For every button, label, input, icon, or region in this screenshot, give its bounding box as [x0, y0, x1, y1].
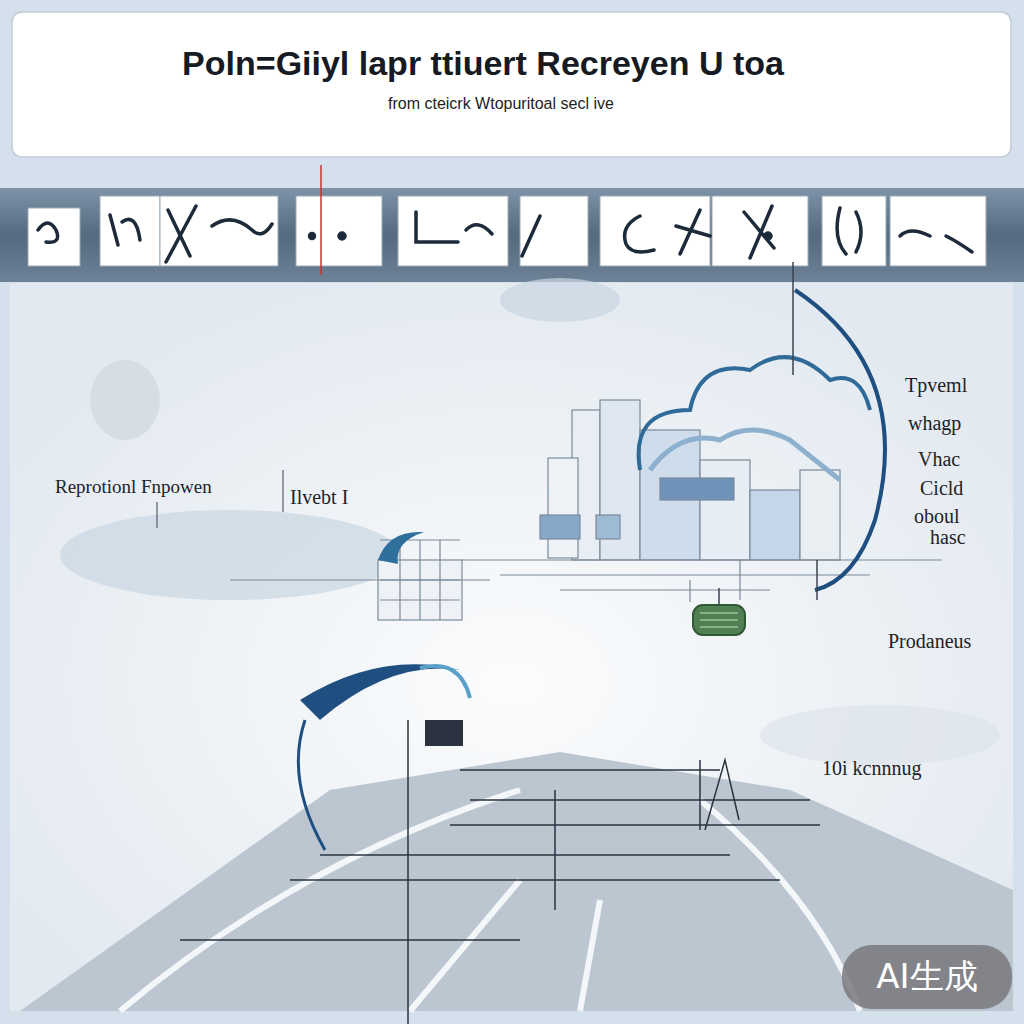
side-label: 10i kcnnnug: [822, 757, 921, 780]
watermark-badge: AI生成: [842, 945, 1012, 1009]
header-panel: [12, 12, 1011, 157]
side-label: Reprotionl Fnpowen: [55, 476, 212, 498]
band-tiles: [28, 196, 986, 266]
swoosh-accent: [420, 666, 470, 698]
swoosh-line: [298, 720, 325, 850]
fog: [60, 278, 1000, 765]
side-label: Prodaneus: [888, 630, 971, 653]
swoosh: [300, 664, 460, 720]
skyline: [230, 400, 942, 620]
cloud-outline: [639, 262, 885, 600]
band-scribbles: [38, 206, 972, 262]
roof-swoosh: [378, 532, 424, 564]
side-label: oboul: [914, 505, 960, 528]
side-label: Cicld: [920, 477, 963, 500]
road: [20, 752, 1013, 1011]
red-marker: [320, 165, 322, 275]
main-panel: [10, 283, 1013, 1011]
watermark-text: AI生成: [876, 954, 977, 1000]
side-label: Vhac: [918, 448, 960, 471]
side-label: Tpveml: [905, 374, 967, 397]
green-coil: [693, 588, 745, 635]
side-label: Ilvebt I: [290, 486, 348, 509]
side-label: whagp: [908, 412, 961, 435]
road-lines: [180, 720, 820, 1024]
scribble-band: [0, 188, 1024, 282]
title: Poln=Giiyl lapr ttiuert Recreyen U toa: [0, 44, 966, 83]
small-box: [425, 720, 463, 746]
road-lanes: [120, 790, 860, 1011]
side-label: hasc: [930, 526, 966, 549]
subtitle: from cteicrk Wtopuritoal secl ive: [388, 95, 614, 113]
